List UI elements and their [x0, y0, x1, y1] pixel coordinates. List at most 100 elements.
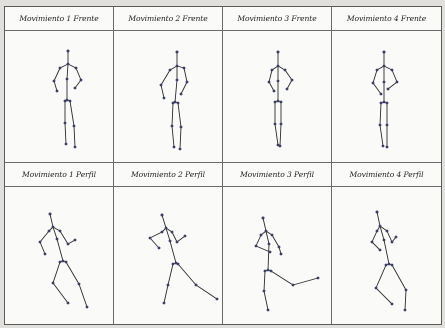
panel-2: Movimiento 2 Frente: [114, 7, 223, 163]
bone-lelb-lhand: [40, 242, 45, 254]
bone-rsho-relb: [60, 231, 68, 244]
joint-chest: [56, 238, 59, 241]
bone-lsho-lelb: [150, 232, 162, 238]
bone-lknee-lfoot: [53, 283, 68, 303]
joint-rfoot: [386, 146, 389, 149]
stick-figure-3: [223, 30, 332, 163]
stick-figure-6: [114, 186, 223, 324]
panel-title: Movimiento 4 Frente: [347, 14, 426, 23]
joint-lknee: [379, 124, 382, 127]
joint-neck: [165, 227, 168, 230]
joint-rknee: [78, 283, 81, 286]
joint-pelvis: [267, 269, 270, 272]
bone-lsho-lelb: [161, 70, 170, 85]
joint-lhand: [379, 249, 382, 252]
bone-lhip-lknee: [53, 262, 60, 283]
bone-rknee-rfoot: [280, 124, 281, 146]
bone-lhip-lknee: [168, 264, 173, 285]
bone-lhip-lknee: [380, 103, 381, 125]
joint-lhip: [172, 102, 175, 105]
panel-title: Movimiento 2 Frente: [128, 14, 207, 23]
bone-head-neck: [377, 212, 380, 226]
joint-lhip: [59, 261, 62, 264]
joint-lelb: [268, 81, 271, 84]
joint-lsho: [59, 67, 62, 70]
bone-neck-chest: [67, 64, 68, 79]
bone-rknee-rfoot: [74, 126, 75, 147]
bone-rknee-rfoot: [180, 127, 181, 149]
joint-pelvis: [277, 100, 280, 103]
joint-rfoot: [179, 148, 182, 151]
bone-rsho-relb: [272, 235, 279, 247]
joint-lhand: [44, 253, 47, 256]
joint-chest: [277, 80, 280, 83]
joint-lhand: [273, 90, 276, 93]
bone-rhip-rknee: [66, 262, 79, 284]
joint-chest: [383, 239, 386, 242]
joint-relb: [278, 246, 281, 249]
panel-8: Movimiento 4 Perfil: [332, 163, 441, 324]
bone-chest-pelvis: [57, 239, 63, 261]
joint-head: [49, 213, 52, 216]
bone-rhip-rknee: [271, 271, 293, 285]
bone-lsho-lelb: [372, 231, 377, 242]
bone-lknee-lfoot: [65, 123, 66, 144]
joint-neck: [52, 226, 55, 229]
joint-lhip: [172, 263, 175, 266]
joint-rknee: [195, 284, 198, 287]
joint-lfoot: [173, 146, 176, 149]
bone-lelb-lhand: [150, 238, 159, 248]
joint-rhip: [270, 270, 273, 273]
joint-rhand: [286, 88, 289, 91]
joint-rfoot: [216, 298, 219, 301]
panel-title: Movimiento 1 Frente: [19, 14, 98, 23]
joint-pelvis: [383, 101, 386, 104]
bone-lsho-lelb: [256, 235, 261, 246]
joint-lfoot: [65, 143, 68, 146]
joint-head: [376, 211, 379, 214]
bone-head-neck: [263, 218, 266, 231]
joint-rsho: [75, 67, 78, 70]
joint-lelb: [160, 84, 163, 87]
panel-6: Movimiento 2 Perfil: [114, 163, 223, 324]
joint-lelb: [149, 237, 152, 240]
joint-pelvis: [388, 263, 391, 266]
bone-relb-rhand: [287, 80, 292, 89]
joint-lsho: [260, 234, 263, 237]
joint-rhip: [280, 101, 283, 104]
bone-rsho-relb: [387, 231, 392, 242]
joint-rhip: [386, 102, 389, 105]
joint-rfoot: [279, 145, 282, 148]
bone-rsho-relb: [285, 70, 292, 80]
bone-relb-rhand: [181, 82, 187, 94]
joint-lhip: [385, 264, 388, 267]
bone-lsho-lelb: [54, 68, 60, 81]
bone-lelb-lhand: [256, 246, 270, 252]
joint-head: [262, 217, 265, 220]
joint-lsho: [376, 230, 379, 233]
joint-rknee: [386, 124, 389, 127]
joint-head: [161, 214, 164, 217]
joint-lelb: [371, 241, 374, 244]
bone-relb-rhand: [75, 80, 81, 88]
joint-chest: [268, 243, 271, 246]
bone-rsho-relb: [392, 70, 397, 82]
bone-lsho-lelb: [269, 70, 272, 82]
joint-neck: [176, 65, 179, 68]
panel-4: Movimiento 4 Frente: [332, 7, 441, 163]
joint-chest: [383, 81, 386, 84]
bone-rknee-rfoot: [405, 290, 406, 310]
joint-lfoot: [382, 145, 385, 148]
joint-rhand: [280, 253, 283, 256]
bone-chest-pelvis: [268, 244, 269, 270]
joint-chest: [176, 79, 179, 82]
bone-lknee-lfoot: [264, 291, 268, 310]
stick-figure-5: [5, 186, 114, 324]
joint-lhand: [158, 247, 161, 250]
joint-lknee: [52, 282, 55, 285]
panel-title: Movimiento 4 Perfil: [349, 170, 423, 179]
joint-lhand: [269, 251, 272, 254]
joint-relb: [67, 243, 70, 246]
bone-lelb-lhand: [373, 83, 381, 94]
